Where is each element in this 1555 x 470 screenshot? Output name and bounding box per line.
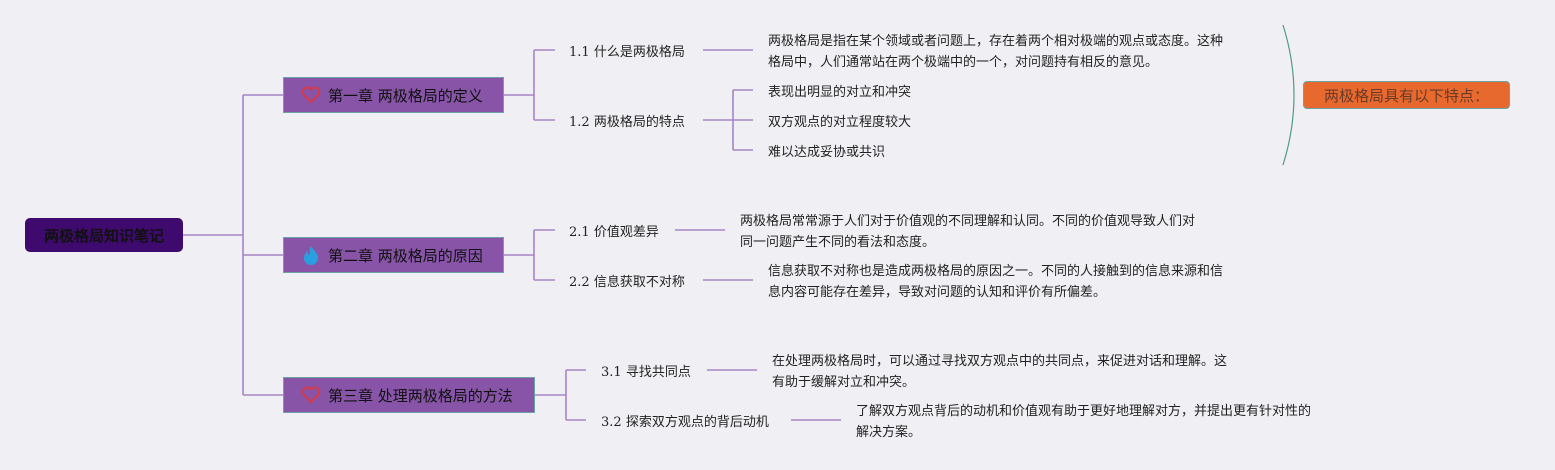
description-1-1[interactable]: 两极格局是指在某个领域或者问题上，存在着两个相对极端的观点或态度。这种 格局中，… — [768, 31, 1268, 73]
subtopic-number: 2.1 — [569, 225, 590, 240]
description-line: 解决方案。 — [856, 425, 922, 440]
connector-ch3 — [535, 369, 586, 421]
root-label: 两极格局知识笔记 — [43, 226, 164, 245]
summary-node[interactable]: 两极格局具有以下特点： — [1303, 81, 1510, 109]
description-line: 同一问题产生不同的看法和态度。 — [740, 235, 936, 250]
feature-item-3[interactable]: 难以达成妥协或共识 — [768, 145, 886, 160]
description-line: 了解双方观点背后的动机和价值观有助于更好地理解对方，并提出更有针对性的 — [856, 404, 1312, 419]
description-line: 两极格局是指在某个领域或者问题上，存在着两个相对极端的观点或态度。这种 — [768, 34, 1224, 49]
connector-ch2 — [504, 229, 555, 281]
flame-icon — [300, 245, 322, 265]
description-line: 有助于缓解对立和冲突。 — [772, 375, 916, 390]
description-3-2[interactable]: 了解双方观点背后的动机和价值观有助于更好地理解对方，并提出更有针对性的 解决方案… — [856, 401, 1356, 443]
subtopic-2-2[interactable]: 2.2 信息获取不对称 — [569, 271, 685, 290]
subtopic-title: 两极格局的特点 — [593, 115, 685, 130]
subtopic-number: 2.2 — [569, 275, 590, 290]
chapter-node-1[interactable]: 第一章 两极格局的定义 — [283, 77, 504, 113]
subtopic-number: 1.1 — [569, 45, 590, 60]
feature-item-2[interactable]: 双方观点的对立程度较大 — [768, 115, 912, 130]
summary-label: 两极格局具有以下特点： — [1323, 86, 1489, 105]
subtopic-title: 价值观差异 — [593, 225, 659, 240]
description-2-1[interactable]: 两极格局常常源于人们对于价值观的不同理解和认同。不同的价值观导致人们对 同一问题… — [740, 211, 1240, 253]
subtopic-title: 信息获取不对称 — [593, 275, 685, 290]
description-line: 格局中，人们通常站在两个极端中的一个，对问题持有相反的意见。 — [768, 55, 1159, 70]
connector-ch1 — [504, 49, 555, 121]
summary-bracket — [1282, 24, 1295, 166]
connector-root — [183, 94, 283, 396]
chapter-label: 第三章 处理两极格局的方法 — [328, 386, 513, 405]
root-node[interactable]: 两极格局知识笔记 — [25, 218, 183, 252]
subtopic-1-2[interactable]: 1.2 两极格局的特点 — [569, 111, 685, 130]
subtopic-title: 探索双方观点的背后动机 — [625, 415, 769, 430]
chapter-label: 第一章 两极格局的定义 — [328, 86, 483, 105]
subtopic-3-2[interactable]: 3.2 探索双方观点的背后动机 — [601, 411, 769, 430]
subtopic-3-1[interactable]: 3.1 寻找共同点 — [601, 361, 691, 380]
description-3-1[interactable]: 在处理两极格局时，可以通过寻找双方观点中的共同点，来促进对话和理解。这 有助于缓… — [772, 351, 1272, 393]
feature-item-1[interactable]: 表现出明显的对立和冲突 — [768, 85, 912, 100]
chapter-node-3[interactable]: 第三章 处理两极格局的方法 — [283, 377, 535, 413]
heart-icon — [300, 385, 322, 405]
description-line: 两极格局常常源于人们对于价值观的不同理解和认同。不同的价值观导致人们对 — [740, 214, 1196, 229]
subtopic-title: 寻找共同点 — [625, 365, 691, 380]
subtopic-1-1[interactable]: 1.1 什么是两极格局 — [569, 41, 685, 60]
subtopic-number: 3.1 — [601, 365, 622, 380]
description-line: 信息获取不对称也是造成两极格局的原因之一。不同的人接触到的信息来源和信 — [768, 264, 1224, 279]
connector-1-2 — [703, 89, 753, 151]
heart-icon — [300, 85, 322, 105]
subtopic-2-1[interactable]: 2.1 价值观差异 — [569, 221, 659, 240]
subtopic-number: 1.2 — [569, 115, 590, 130]
description-line: 息内容可能存在差异，导致对问题的认知和评价有所偏差。 — [768, 285, 1107, 300]
subtopic-number: 3.2 — [601, 415, 622, 430]
chapter-node-2[interactable]: 第二章 两极格局的原因 — [283, 237, 504, 273]
description-2-2[interactable]: 信息获取不对称也是造成两极格局的原因之一。不同的人接触到的信息来源和信 息内容可… — [768, 261, 1268, 303]
description-line: 在处理两极格局时，可以通过寻找双方观点中的共同点，来促进对话和理解。这 — [772, 354, 1228, 369]
chapter-label: 第二章 两极格局的原因 — [328, 246, 483, 265]
subtopic-title: 什么是两极格局 — [593, 45, 685, 60]
